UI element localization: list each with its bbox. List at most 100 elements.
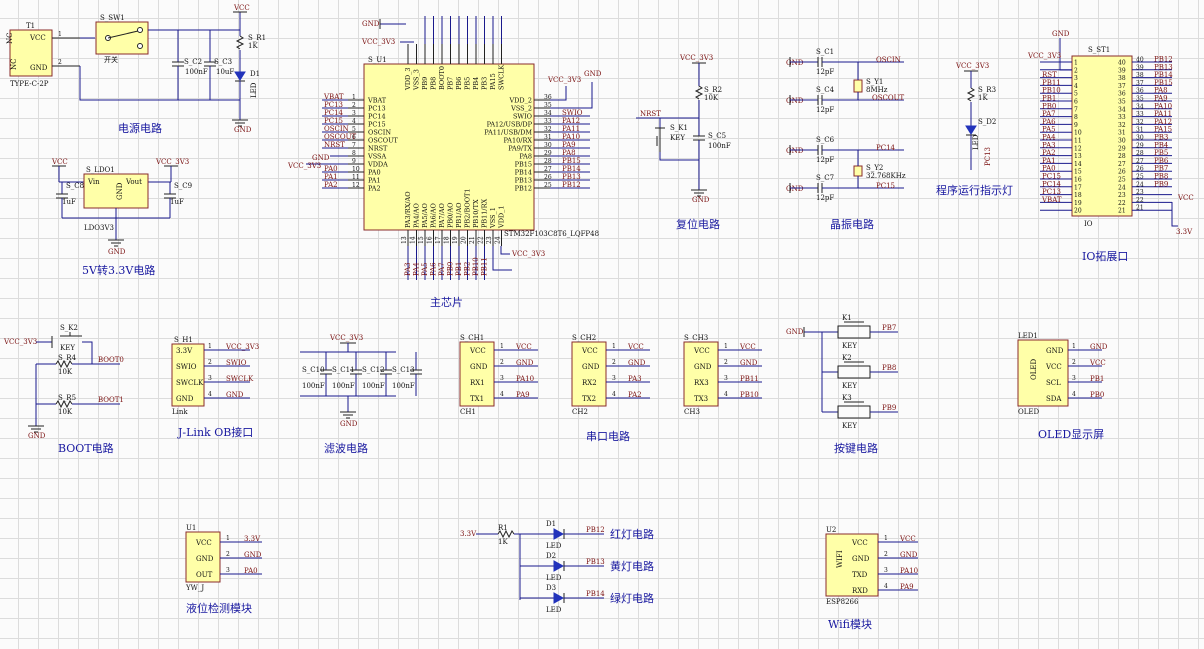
led-ref: D1	[546, 520, 556, 528]
led-ref: D2	[546, 552, 556, 560]
led-1-symbol	[553, 528, 565, 540]
io-right-number: 37	[1118, 83, 1126, 90]
led-type: LED	[546, 606, 562, 614]
mcu-pin-number: 8	[352, 150, 356, 157]
uart-net-pa9: PA9	[516, 391, 530, 399]
io-right-number-outer: 27	[1136, 158, 1144, 165]
section-title-run-led: 程序运行指示灯	[936, 183, 1013, 197]
wifi-pin-rxd: RXD	[852, 587, 868, 595]
uart-pin-number: 3	[724, 375, 728, 382]
mcu-pin-number: 34	[544, 110, 552, 117]
mcu-net-pa8: PA8	[562, 149, 576, 157]
svg-text:OSCOUT: OSCOUT	[872, 94, 905, 102]
uart-pin-number: 2	[612, 359, 616, 366]
mcu-pin-number: 35	[544, 102, 552, 109]
io-right-number-outer: 29	[1136, 142, 1144, 149]
svg-text:LED1: LED1	[1018, 332, 1038, 340]
section-title-level: 液位检测模块	[186, 601, 252, 615]
mcu-vdd-wire	[550, 86, 567, 101]
wifi-pin-number: 3	[884, 567, 888, 574]
mcu-pin-pa12/usb/dp: PA12/USB/DP	[487, 121, 533, 129]
mcu-pin-number: 20	[461, 236, 468, 244]
io-right-number: 35	[1118, 99, 1126, 106]
svg-text:R1: R1	[498, 524, 508, 532]
svg-text:NRST: NRST	[640, 110, 661, 118]
jlink-pin-number: 1	[208, 343, 212, 350]
mcu-net-vbat: VBAT	[323, 93, 344, 101]
mcu-pin-number: 9	[352, 158, 356, 165]
svg-text:100nF: 100nF	[185, 68, 208, 76]
jlink-pin-number: 4	[208, 391, 212, 398]
uart-pin-tx2: TX2	[582, 395, 596, 403]
io-right-number: 30	[1118, 138, 1126, 145]
mcu-pin-pb5: PB5	[464, 77, 472, 90]
svg-text:VCC_3V3: VCC_3V3	[955, 62, 989, 70]
io-net-pb13: PB13	[1154, 63, 1173, 71]
io-net-pb1: PB1	[1042, 95, 1056, 103]
uart-pin-number: 3	[500, 375, 504, 382]
power-circuit: T1 NC NC VCC GND TYPE-C-2P 12 S_SW1 开关 S…	[6, 4, 266, 135]
uart-header-ch3	[683, 341, 719, 407]
svg-text:3.3V: 3.3V	[1176, 228, 1193, 236]
cap-ref: S_C7	[816, 174, 834, 182]
svg-text:VCC: VCC	[1177, 194, 1194, 202]
svg-text:S_R2: S_R2	[704, 86, 722, 94]
cap-value: 12pF	[816, 156, 834, 164]
uart-part: CH3	[684, 408, 700, 416]
svg-text:10uF: 10uF	[216, 68, 234, 76]
t1-nc1: NC	[6, 33, 14, 44]
uart-pin-number: 3	[612, 375, 616, 382]
mcu-pin-pa6-ao: PA6/AO	[430, 203, 438, 228]
mcu-pin-vss_3: VSS_3	[413, 69, 421, 91]
io-net-pb4: PB4	[1154, 141, 1169, 149]
wifi-header	[825, 533, 879, 597]
io-right-number: 34	[1118, 106, 1126, 113]
jlink-pin-3.3v: 3.3V	[176, 347, 193, 355]
section-title-uart: 串口电路	[586, 430, 630, 443]
ldo-circuit: VCC VCC_3V3 S_LDO1 Vin Vout GND LDO3V3 S…	[51, 158, 192, 277]
svg-text:PC15: PC15	[876, 182, 895, 190]
section-title-yellow: 黄灯电路	[610, 559, 654, 573]
uart-net-pa10: PA10	[516, 375, 534, 383]
section-title-filter: 滤波电路	[324, 442, 368, 455]
io-net-pb15: PB15	[1154, 79, 1173, 87]
svg-text:S_R4: S_R4	[58, 354, 77, 362]
io-net-pa11: PA11	[1154, 110, 1172, 118]
mcu-net-pa11: PA11	[562, 125, 580, 133]
key-value: KEY	[842, 382, 857, 390]
io-right-number: 29	[1118, 145, 1126, 152]
level-pin-number: 2	[226, 551, 230, 558]
uart-net-pa3: PA3	[628, 375, 642, 383]
io-net-pc15: PC15	[1042, 173, 1061, 181]
key-switch-k3	[837, 405, 871, 419]
uart-pin-tx3: TX3	[694, 395, 708, 403]
crystal-gnd-label: GND	[786, 147, 804, 155]
io-net-rst: RST	[1042, 71, 1057, 79]
wifi-pin-number: 1	[884, 535, 888, 542]
io-right-number-outer: 34	[1136, 103, 1144, 110]
io-left-number: 14	[1074, 161, 1082, 168]
level-sensor-header	[185, 531, 221, 583]
svg-text:D1: D1	[250, 70, 260, 78]
mcu-pin-pb11-rx: PB11/RX	[481, 198, 489, 228]
svg-text:S_Y2: S_Y2	[866, 164, 883, 172]
key-ref: K3	[842, 394, 852, 402]
key-net-pb7: PB7	[882, 324, 896, 332]
mcu-pin-number: 28	[544, 158, 552, 165]
svg-text:1K: 1K	[978, 94, 988, 102]
section-title-boot: BOOT电路	[58, 442, 114, 455]
uart-pin-rx2: RX2	[582, 379, 597, 387]
svg-text:OLED: OLED	[1018, 408, 1039, 416]
io-net-pc14: PC14	[1042, 180, 1062, 188]
io-left-number: 1	[1074, 60, 1078, 67]
led-type: LED	[546, 574, 562, 582]
mcu-net-pb15: PB15	[562, 157, 581, 165]
